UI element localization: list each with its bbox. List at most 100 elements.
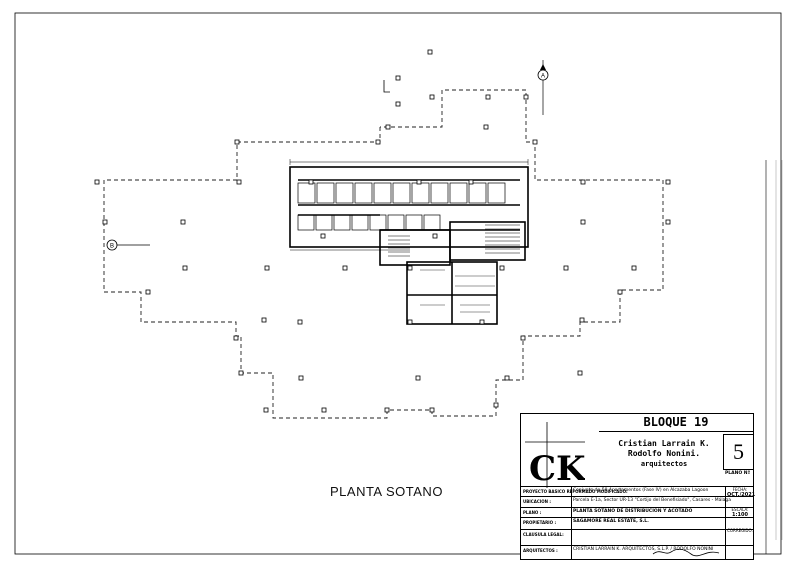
row-key: PROYECTO BASICO REFORMADO MODIFICADO: (523, 489, 628, 494)
column (577, 370, 583, 376)
section-marker-b: B (106, 239, 150, 251)
column (407, 319, 413, 325)
column (429, 407, 435, 413)
row-plano: PLANO : PLANTA SOTANO DE DISTRIBUCION Y … (521, 507, 753, 515)
storage-unit (315, 214, 333, 231)
storage-unit (351, 214, 369, 231)
column (180, 219, 186, 225)
storage-unit (423, 214, 441, 231)
column (236, 179, 242, 185)
column (342, 265, 348, 271)
svg-text:CK.: CK. (529, 449, 585, 488)
title-block: BLOQUE 19 CK. Cristian Larrain K. Rodolf… (520, 413, 756, 560)
row-proyecto: PROYECTO BASICO REFORMADO MODIFICADO: Co… (521, 486, 753, 494)
escala-value: 1:100 (732, 512, 748, 518)
row-value: Conjunto de 59 Apartamentos (Fase IV) en… (573, 488, 709, 493)
fecha-value: OCT./2021 (727, 492, 756, 498)
row-arquitectos: ARQUITECTOS : CRISTIAN LARRAIN K. ARQUIT… (521, 545, 753, 553)
storage-unit (333, 214, 351, 231)
fecha-label: FECHA: (732, 487, 748, 492)
column (264, 265, 270, 271)
architect-line-1: Cristian Larrain K. (618, 439, 710, 448)
row-key: ARQUITECTOS : (523, 548, 558, 553)
column (532, 139, 538, 145)
row-key: UBICACION : (523, 499, 551, 504)
row-value: Parcela E-1a, Sector UR-13 "Cortijo del … (573, 498, 731, 503)
storage-unit (392, 182, 411, 204)
divider (571, 486, 572, 560)
storage-unit (449, 182, 468, 204)
storage-unit (430, 182, 449, 204)
drawing-title: PLANTA SOTANO (330, 484, 443, 499)
column (407, 265, 413, 271)
storage-unit (387, 214, 405, 231)
column (580, 179, 586, 185)
column (485, 94, 491, 100)
column (520, 335, 526, 341)
column (375, 139, 381, 145)
column (493, 402, 499, 408)
stairs (388, 224, 520, 257)
row-propietario: PROPIETARIO : SAGAMORE REAL ESTATE, S.L. (521, 517, 753, 525)
side-annotation-strip (766, 160, 786, 540)
storage-unit (487, 182, 506, 204)
column (233, 335, 239, 341)
column (416, 179, 422, 185)
column (384, 407, 390, 413)
column (320, 233, 326, 239)
core-walls (289, 166, 529, 325)
clk-logo: CK. (525, 422, 585, 488)
architect-line-2: Rodolfo Nonini. (627, 449, 701, 458)
column (468, 179, 474, 185)
architect-role: arquitectos (640, 460, 688, 468)
row-value: CRISTIAN LARRAIN K. ARQUITECTOS, S.L.P. … (573, 547, 714, 552)
column (483, 124, 489, 130)
column (234, 139, 240, 145)
column (617, 289, 623, 295)
column (432, 233, 438, 239)
signature (652, 548, 720, 557)
column (429, 94, 435, 100)
section-marker-a: A (537, 60, 549, 115)
column (261, 317, 267, 323)
column (415, 375, 421, 381)
column (395, 75, 401, 81)
column (665, 179, 671, 185)
building-perimeter (103, 89, 664, 419)
sheet-border (14, 12, 782, 555)
marker-b-label: B (110, 244, 114, 250)
storage-units (297, 182, 506, 231)
dimension-line (289, 159, 529, 251)
divider (725, 486, 726, 560)
row-key: PROPIETARIO : (523, 520, 557, 525)
column (385, 124, 391, 130)
escala-label: ESCALA: (731, 507, 749, 512)
top-symbol (383, 80, 390, 93)
column (94, 179, 100, 185)
column (182, 265, 188, 271)
plano-number: 5 (723, 434, 754, 470)
column (579, 317, 585, 323)
columns (94, 49, 671, 413)
column (263, 407, 269, 413)
row-value: SAGAMORE REAL ESTATE, S.L. (573, 519, 649, 524)
storage-unit (316, 182, 335, 204)
interior-lines (420, 269, 495, 313)
row-key: PLANO : (523, 510, 542, 515)
column (479, 319, 485, 325)
storage-unit (373, 182, 392, 204)
row-key: CLAUSULA LEGAL: (523, 532, 564, 537)
storage-unit (297, 182, 316, 204)
plano-label: PLANO Nº (725, 471, 751, 476)
row-ubicacion: UBICACION : Parcela E-1a, Sector UR-13 "… (521, 496, 753, 504)
storage-unit (335, 182, 354, 204)
architect-names: Cristian Larrain K. Rodolfo Nonini. arqu… (609, 439, 719, 469)
column (145, 289, 151, 295)
column (298, 375, 304, 381)
row-clausula: CLAUSULA LEGAL: (521, 529, 753, 537)
column (321, 407, 327, 413)
storage-unit (369, 214, 387, 231)
storage-unit (411, 182, 430, 204)
